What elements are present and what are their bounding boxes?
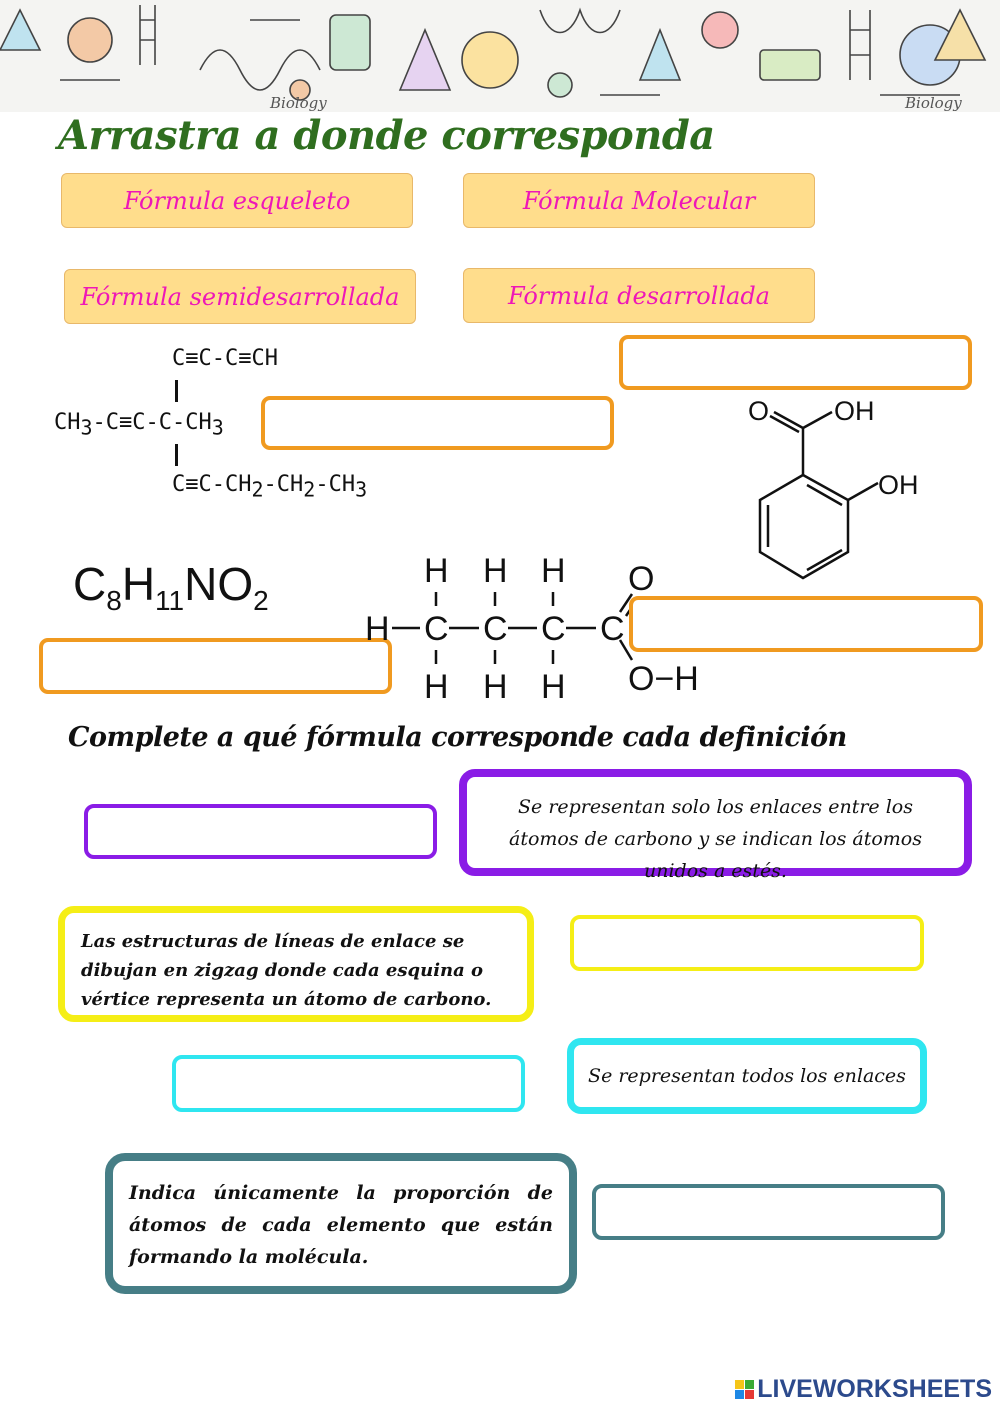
h-top-1: H [424,552,449,590]
answer-field-cyan[interactable] [172,1055,525,1112]
c-1: C [424,610,449,648]
desarrollada-structure: H H H H C C C C O O−H H H H [362,550,722,710]
drop-zone-desarrollada[interactable] [629,596,983,652]
drop-zone-esqueleto[interactable] [619,335,972,390]
h-top-3: H [541,552,566,590]
section-subtitle: Complete a qué fórmula corresponde cada … [68,722,847,753]
c-3: C [541,610,566,648]
h-bottom-3: H [541,668,566,706]
definition-esqueleto: Las estructuras de líneas de enlace se d… [58,906,534,1022]
chip-formula-esqueleto[interactable]: Fórmula esqueleto [61,173,413,228]
h-bottom-1: H [424,668,449,706]
drop-zone-semidesarrollada[interactable] [261,396,614,450]
semidev-bond-down [175,444,178,466]
chip-formula-desarrollada[interactable]: Fórmula desarrollada [463,268,815,323]
h-bottom-2: H [483,668,508,706]
answer-field-teal[interactable] [592,1184,945,1240]
banner-watermark-right: Biology [904,94,962,112]
answer-field-purple[interactable] [84,804,437,859]
liveworksheets-logo-icon [735,1380,755,1399]
page-title: Arrastra a donde corresponda [58,112,715,159]
definition-molecular: Indica únicamente la proporción de átomo… [105,1153,577,1294]
answer-field-yellow[interactable] [570,915,924,971]
semidev-top-line: C≡C-C≡CH [172,346,278,371]
semidev-middle-line: CH3-C≡C-C-CH3 [54,410,224,440]
semidev-bond-up [175,380,178,402]
liveworksheets-brand-text: LIVEWORKSHEETS [757,1375,992,1403]
definition-semidesarrollada: Se representan solo los enlaces entre lo… [459,769,972,882]
esqueleto-structure: O OH OH [740,390,940,590]
semidev-bottom-line: C≡C-CH2-CH2-CH3 [172,472,368,502]
chip-formula-molecular[interactable]: Fórmula Molecular [463,173,815,228]
molecular-formula: C8H11NO2 [73,558,269,617]
o-h-group: O−H [628,660,699,698]
liveworksheets-logo[interactable]: LIVEWORKSHEETS [735,1375,992,1404]
science-doodle-banner: Biology Biology [0,0,1000,112]
o-double: O [628,560,654,598]
skeletal-oh-top-label: OH [834,396,875,426]
banner-watermark-left: Biology [269,94,327,112]
skeletal-oh-side-label: OH [878,470,919,500]
definition-desarrollada: Se representan todos los enlaces [567,1038,927,1114]
drop-zone-molecular[interactable] [39,638,392,694]
h-top-2: H [483,552,508,590]
semidesarrollada-structure: C≡C-C≡CH CH3-C≡C-C-CH3 C≡C-CH2-CH2-CH3 [54,342,414,522]
h-left: H [365,610,390,648]
c-2: C [483,610,508,648]
skeletal-o-label: O [748,396,769,426]
chip-formula-semidesarrollada[interactable]: Fórmula semidesarrollada [64,269,416,324]
